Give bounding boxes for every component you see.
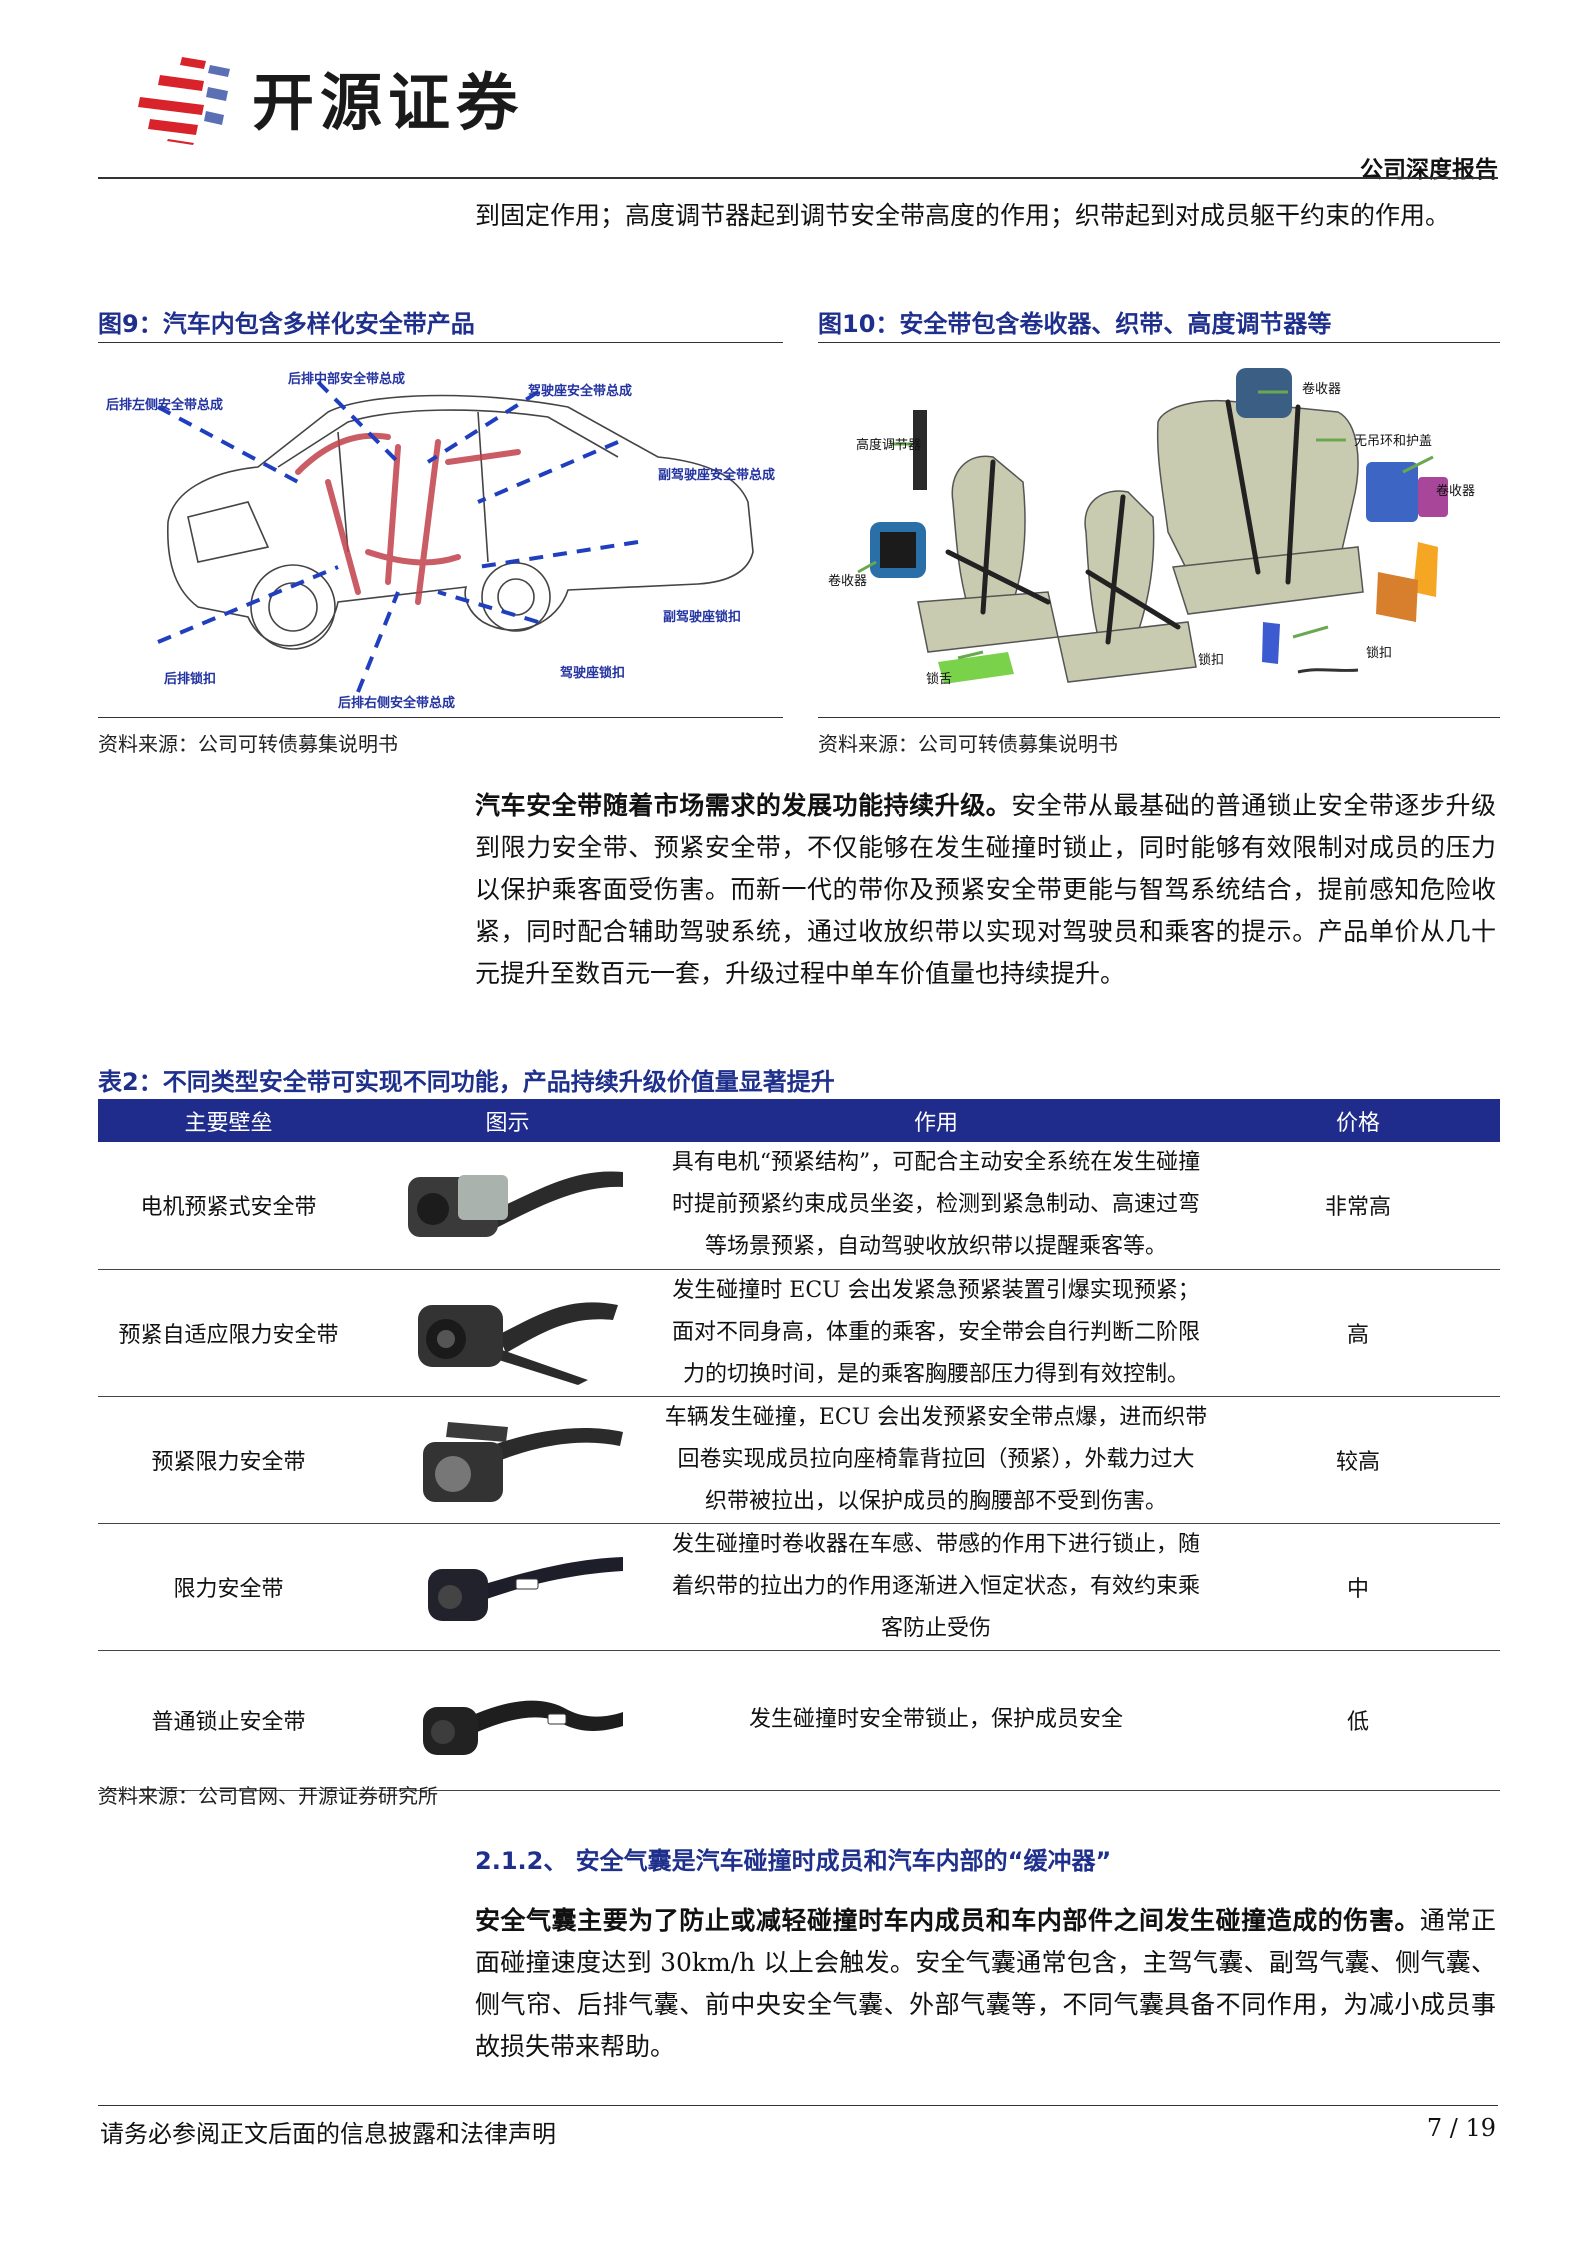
table-header: 主要壁垒 (98, 1099, 359, 1142)
seatbelt-components-illustration (857, 368, 1448, 684)
label-guide-ring: 无吊环和护盖 (1354, 434, 1433, 449)
paragraph-seatbelt-upgrade: 汽车安全带随着市场需求的发展功能持续升级。安全带从最基础的普通锁止安全带逐步升级… (475, 785, 1496, 995)
label-rear-buckle: 后排锁扣 (164, 672, 217, 687)
table-row: 限力安全带 发生碰撞时卷收器在车感、带感的作用下进行锁止，随 着织带的拉出力的作… (98, 1523, 1500, 1651)
label-rear-right: 后排右侧安全带总成 (338, 696, 456, 711)
table-row: 电机预紧式安全带 具有电机“预紧结构”，可配合主动安全系统在发生碰撞 时提前预紧… (98, 1142, 1500, 1270)
belt-price: 较高 (1216, 1396, 1500, 1524)
function-line: 着织带的拉出力的作用逐渐进入恒定状态，有效约束乘 (671, 1573, 1200, 1599)
label-buckle-right: 锁扣 (1366, 646, 1393, 661)
belt-function: 发生碰撞时卷收器在车感、带感的作用下进行锁止，随 着织带的拉出力的作用逐渐进入恒… (656, 1523, 1216, 1651)
function-line: 发生碰撞时 ECU 会出发紧急预紧装置引爆实现预紧； (672, 1277, 1200, 1303)
label-buckle-middle: 锁扣 (1198, 653, 1225, 668)
table-row: 预紧自适应限力安全带 发生碰撞时 ECU 会出发紧急预紧装置引爆实现预紧； 面对… (98, 1269, 1500, 1397)
footer-divider (98, 2105, 1498, 2106)
belt-image-cell (359, 1523, 656, 1651)
function-line: 等场景预紧，自动驾驶收放织带以提醒乘客等。 (704, 1234, 1167, 1260)
table-header: 图示 (359, 1099, 656, 1142)
label-rear-left: 后排左侧安全带总成 (106, 398, 224, 413)
function-line: 织带被拉出，以保护成员的胸腰部不受到伤害。 (704, 1488, 1167, 1514)
table-row: 预紧限力安全带 车辆发生碰撞，ECU 会出发预紧安全带点爆，进而织带 回卷实现成… (98, 1396, 1500, 1524)
label-passenger-seat: 副驾驶座安全带总成 (658, 468, 776, 483)
label-retractor-left: 卷收器 (828, 574, 868, 589)
belt-type: 预紧限力安全带 (98, 1396, 359, 1524)
belt-type: 电机预紧式安全带 (98, 1142, 359, 1270)
footer-disclaimer: 请务必参阅正文后面的信息披露和法律声明 (100, 2120, 556, 2148)
function-line: 车辆发生碰撞，ECU 会出发预紧安全带点爆，进而织带 (664, 1404, 1208, 1430)
table-header: 价格 (1216, 1099, 1500, 1142)
paragraph-body: 安全带从最基础的普通锁止安全带逐步升级到限力安全带、预紧安全带，不仅能够在发生碰… (475, 791, 1496, 988)
belt-function: 发生碰撞时 ECU 会出发紧急预紧装置引爆实现预紧； 面对不同身高，体重的乘客，… (656, 1269, 1216, 1397)
adaptive-load-limiter-belt-image (417, 1301, 618, 1385)
belt-function: 车辆发生碰撞，ECU 会出发预紧安全带点爆，进而织带 回卷实现成员拉向座椅靠背拉… (656, 1396, 1216, 1524)
belt-image-cell (359, 1650, 656, 1791)
function-line: 客防止受伤 (880, 1615, 991, 1641)
label-driver-buckle: 驾驶座锁扣 (560, 666, 626, 681)
car-seatbelt-illustration (157, 380, 754, 693)
figure9-car-diagram: 后排左侧安全带总成 后排中部安全带总成 驾驶座安全带总成 副驾驶座安全带总成 副… (98, 352, 783, 712)
table2-source: 资料来源：公司官网、开源证券研究所 (98, 1784, 438, 1808)
function-line: 发生碰撞时卷收器在车感、带感的作用下进行锁止，随 (671, 1531, 1200, 1557)
standard-locking-belt-image (422, 1700, 623, 1755)
function-line: 时提前预紧约束成员坐姿，检测到紧急制动、高速过弯 (671, 1192, 1200, 1218)
belt-type: 预紧自适应限力安全带 (98, 1269, 359, 1397)
paragraph-lead: 安全气囊主要为了防止或减轻碰撞时车内成员和车内部件之间发生碰撞造成的伤害。 (475, 1906, 1420, 1935)
table-header-row: 主要壁垒 图示 作用 价格 (98, 1099, 1500, 1142)
function-line: 具有电机“预紧结构”，可配合主动安全系统在发生碰撞 (671, 1150, 1201, 1176)
paragraph-lead: 汽车安全带随着市场需求的发展功能持续升级。 (475, 791, 1012, 820)
table-header: 作用 (656, 1099, 1216, 1142)
figure10-rule (818, 342, 1500, 343)
function-line: 面对不同身高，体重的乘客，安全带会自行判断二阶限 (671, 1319, 1200, 1345)
page-number: 7 / 19 (1426, 2114, 1496, 2142)
belt-function: 发生碰撞时安全带锁止，保护成员安全 (656, 1650, 1216, 1791)
pretensioner-load-limiter-belt-image (422, 1421, 623, 1502)
load-limiter-belt-image (427, 1556, 623, 1621)
intro-paragraph: 到固定作用；高度调节器起到调节安全带高度的作用；织带起到对成员躯干约束的作用。 (475, 201, 1451, 230)
figure10-title: 图10：安全带包含卷收器、织带、高度调节器等 (818, 310, 1332, 338)
label-retractor-top: 卷收器 (1302, 382, 1342, 397)
seatbelt-types-table: 主要壁垒 图示 作用 价格 电机预紧式安全带 具有电机“预紧结构”，可配合主动安… (98, 1099, 1500, 1791)
brand-logo-icon (138, 57, 230, 145)
figure10-source: 资料来源：公司可转债募集说明书 (818, 732, 1118, 756)
belt-price: 中 (1216, 1523, 1500, 1651)
belt-image-cell (359, 1142, 656, 1270)
motorized-pretensioner-belt-image (407, 1171, 623, 1238)
header-divider (98, 177, 1498, 179)
figure10-seat-diagram: 高度调节器 卷收器 无吊环和护盖 卷收器 卷收器 锁扣 锁扣 锁舌 (818, 352, 1500, 712)
belt-type: 普通锁止安全带 (98, 1650, 359, 1791)
label-passenger-buckle: 副驾驶座锁扣 (663, 610, 742, 625)
belt-image-cell (359, 1396, 656, 1524)
label-rear-middle: 后排中部安全带总成 (288, 372, 406, 387)
table-row: 普通锁止安全带 发生碰撞时安全带锁止，保护成员安全 低 (98, 1650, 1500, 1791)
function-line: 力的切换时间，是的乘客胸腰部压力得到有效控制。 (682, 1361, 1189, 1387)
figure9-title: 图9：汽车内包含多样化安全带产品 (98, 310, 475, 338)
label-height-adjuster: 高度调节器 (856, 438, 922, 453)
figure9-bottom-rule (98, 717, 783, 718)
paragraph-airbag: 安全气囊主要为了防止或减轻碰撞时车内成员和车内部件之间发生碰撞造成的伤害。通常正… (475, 1900, 1496, 2068)
belt-price: 非常高 (1216, 1142, 1500, 1270)
belt-price: 低 (1216, 1650, 1500, 1791)
figure9-source: 资料来源：公司可转债募集说明书 (98, 732, 398, 756)
belt-price: 高 (1216, 1269, 1500, 1397)
figure10-bottom-rule (818, 717, 1500, 718)
label-driver-seat: 驾驶座安全带总成 (528, 384, 633, 399)
figure9-rule (98, 342, 783, 343)
belt-type: 限力安全带 (98, 1523, 359, 1651)
table2-title: 表2：不同类型安全带可实现不同功能，产品持续升级价值量显著提升 (98, 1068, 835, 1096)
section-heading: 2.1.2、 安全气囊是汽车碰撞时成员和汽车内部的“缓冲器” (475, 1847, 1112, 1875)
label-retractor-right: 卷收器 (1436, 484, 1476, 499)
paragraph-body: 通常正面碰撞速度达到 30km/h 以上会触发。安全气囊通常包含，主驾气囊、副驾… (475, 1906, 1496, 2061)
label-tongue: 锁舌 (926, 672, 953, 687)
belt-image-cell (359, 1269, 656, 1397)
belt-function: 具有电机“预紧结构”，可配合主动安全系统在发生碰撞 时提前预紧约束成员坐姿，检测… (656, 1142, 1216, 1270)
function-line: 回卷实现成员拉向座椅靠背拉回（预紧），外载力过大 (677, 1446, 1195, 1472)
function-line: 发生碰撞时安全带锁止，保护成员安全 (748, 1707, 1123, 1732)
brand-name: 开源证券 (252, 66, 525, 139)
